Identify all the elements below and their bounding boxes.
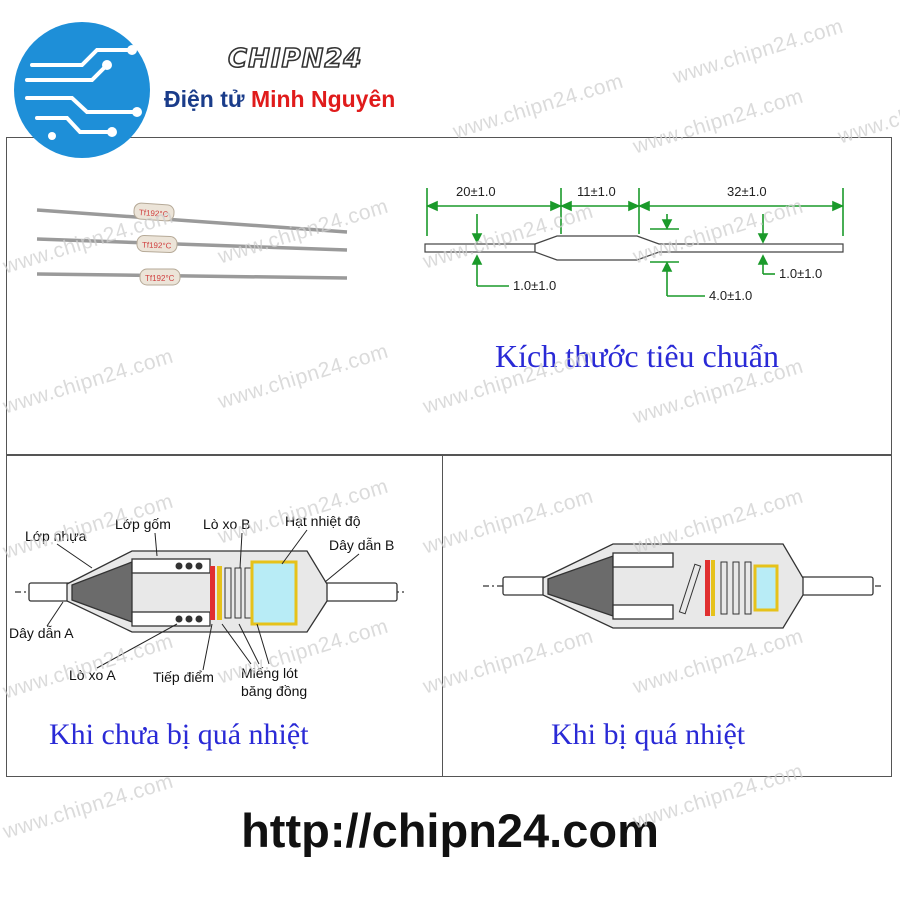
label-mieng-lot-1: Miếng lót bbox=[241, 665, 298, 681]
fuse-marking-2: Tf192°C bbox=[142, 240, 172, 250]
fuse-marking-3: Tf192°C bbox=[145, 274, 175, 283]
dim-lead-left: 1.0±1.0 bbox=[513, 278, 556, 293]
label-mieng-lot-2: băng đồng bbox=[241, 683, 307, 699]
dimensions-diagram: Tf192°C Tf192°C Tf192°C bbox=[36, 184, 844, 303]
label-lop-gom: Lớp gốm bbox=[115, 516, 171, 532]
dim-11: 11±1.0 bbox=[577, 184, 616, 199]
spring-a-coils bbox=[175, 562, 203, 623]
fuse-marking-1: Tf192°C bbox=[139, 208, 169, 219]
dim-32: 32±1.0 bbox=[727, 184, 767, 199]
chipn24-logo bbox=[14, 22, 150, 158]
normal-state-panel: Lớp nhựa Lớp gốm Lò xo B Hạt nhiệt độ Dâ… bbox=[6, 455, 444, 777]
fuse-photo-1: Tf192°C bbox=[36, 202, 348, 234]
contact-assembly bbox=[210, 560, 298, 626]
dimensions-panel: Tf192°C Tf192°C Tf192°C bbox=[6, 137, 892, 455]
fuse-photo-3: Tf192°C bbox=[36, 268, 348, 286]
fuse-photo-2: Tf192°C bbox=[36, 235, 348, 253]
website-url: http://chipn24.com bbox=[241, 804, 659, 857]
normal-state-diagram: Lớp nhựa Lớp gốm Lò xo B Hạt nhiệt độ Dâ… bbox=[9, 513, 407, 699]
leader-lines bbox=[46, 529, 360, 671]
fuse-outline bbox=[424, 235, 844, 261]
label-hat-nhiet-do: Hạt nhiệt độ bbox=[285, 513, 361, 529]
label-lo-xo-a: Lò xo A bbox=[69, 667, 116, 683]
overheated-state-diagram bbox=[483, 543, 881, 629]
overheated-state-caption: Khi bị quá nhiệt bbox=[551, 718, 746, 751]
dimension-labels: 20±1.0 11±1.0 32±1.0 1.0±1.0 4.0±1.0 1.0… bbox=[456, 184, 822, 303]
dim-lead-right: 1.0±1.0 bbox=[779, 266, 822, 281]
overheated-state-panel: Khi bị quá nhiệt bbox=[442, 455, 892, 777]
brand-subtitle: Điện tử Minh Nguyên bbox=[164, 86, 395, 113]
brand-name: CHIPN24 bbox=[227, 43, 363, 75]
dim-20: 20±1.0 bbox=[456, 184, 496, 199]
watermark: www.chipn24.com bbox=[450, 69, 627, 144]
label-tiep-diem: Tiếp điểm bbox=[153, 669, 214, 685]
fuse-cross-section-overheated bbox=[483, 543, 881, 629]
brand-subtitle-part2: Minh Nguyên bbox=[250, 86, 396, 112]
top-caption: Kích thước tiêu chuẩn bbox=[495, 338, 779, 374]
label-lo-xo-b: Lò xo B bbox=[203, 516, 250, 532]
label-day-dan-a: Dây dẫn A bbox=[9, 625, 74, 641]
label-lop-nhua: Lớp nhựa bbox=[25, 528, 87, 544]
brand-subtitle-part1: Điện tử bbox=[164, 86, 251, 112]
watermark: www.chipn24.com bbox=[670, 14, 847, 89]
normal-state-caption: Khi chưa bị quá nhiệt bbox=[49, 718, 309, 751]
opened-contacts bbox=[678, 560, 779, 616]
label-day-dan-b: Dây dẫn B bbox=[329, 537, 394, 553]
dimension-lines bbox=[426, 188, 844, 297]
dim-body-diameter: 4.0±1.0 bbox=[709, 288, 752, 303]
